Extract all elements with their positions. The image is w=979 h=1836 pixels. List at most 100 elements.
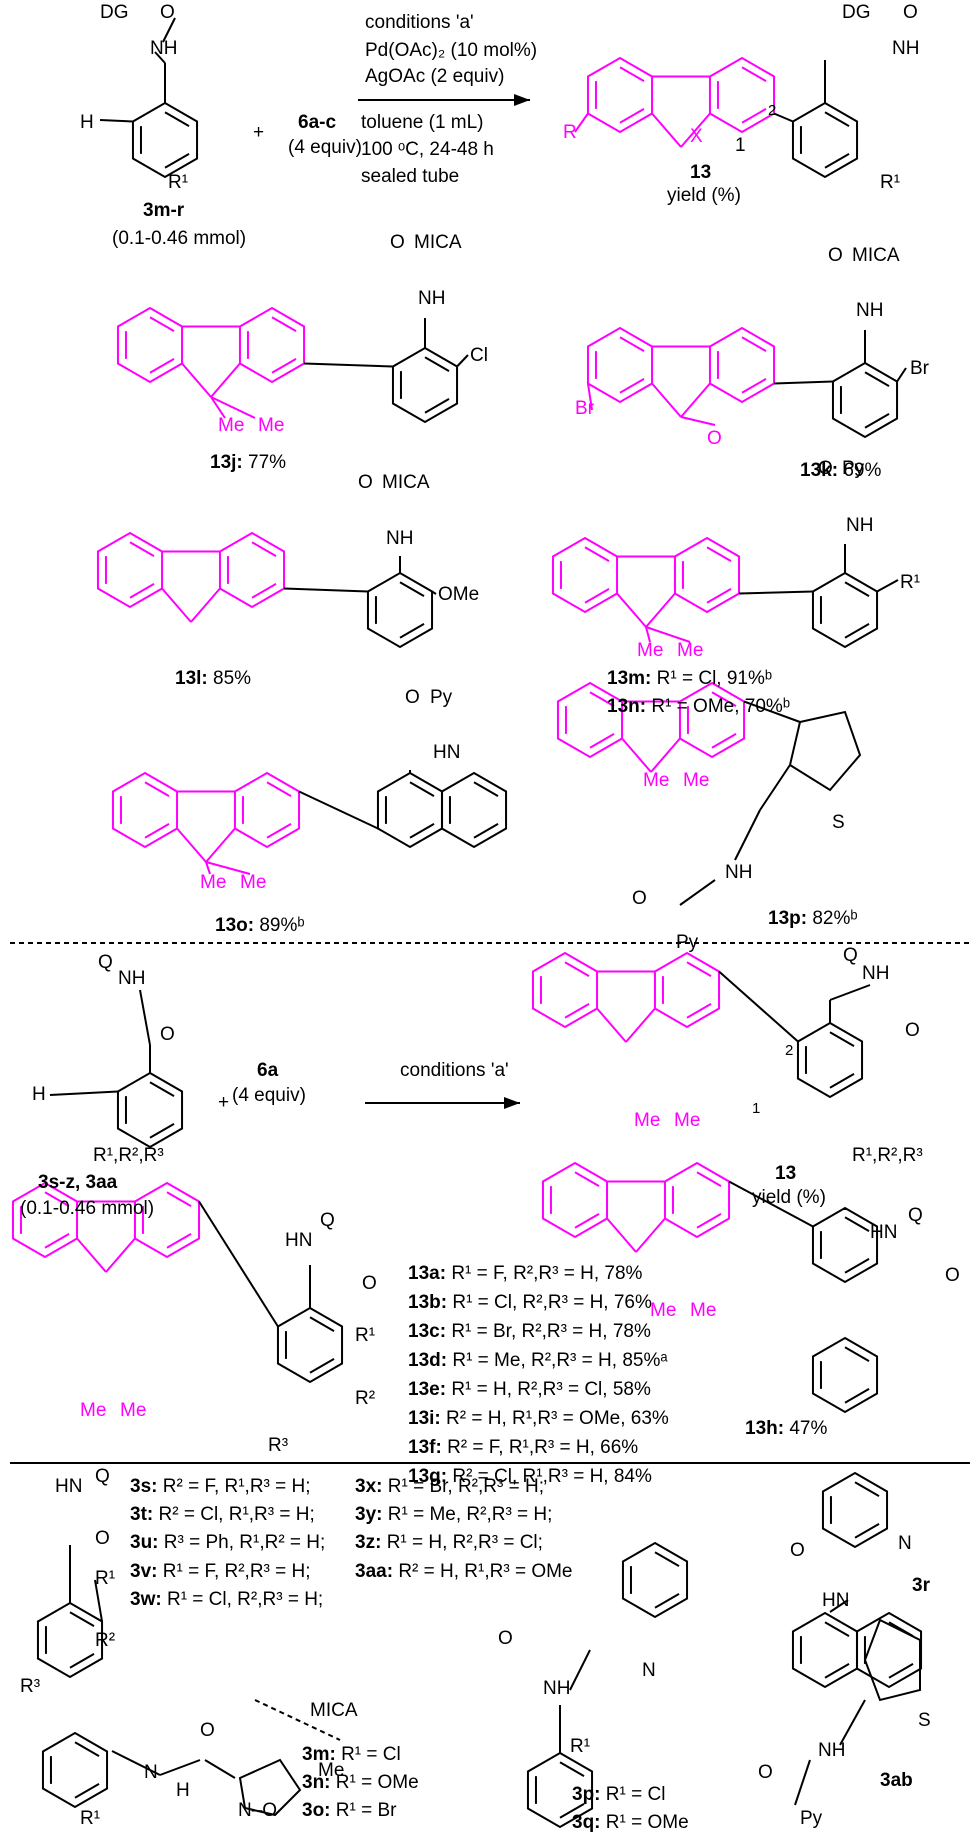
n-label: N [642, 1660, 656, 1681]
benzene-ring [621, 1541, 689, 1619]
bond [162, 17, 176, 43]
arrow-head [504, 1097, 520, 1109]
me-label: Me [674, 1110, 701, 1131]
list-item: 3o: R¹ = Br [302, 1800, 397, 1821]
list-item: 13i: R² = H, R¹,R³ = OMe, 63% [408, 1408, 669, 1429]
r1-label: R¹ [570, 1736, 591, 1757]
double-bond [166, 1191, 192, 1207]
r1-label: R¹ [168, 172, 189, 193]
benzene-ring [36, 1601, 104, 1679]
substituent-label: R¹,R²,R³ [93, 1145, 164, 1166]
nh-label: NH [418, 288, 446, 309]
nh-label: NH [150, 38, 178, 59]
bond [651, 382, 682, 418]
bond [596, 1007, 627, 1043]
double-bond [686, 1003, 712, 1019]
position-2-label: 2 [768, 102, 777, 119]
list-item: 3z: R¹ = H, R²,R³ = Cl; [355, 1532, 543, 1553]
r1-label: R¹ [880, 172, 901, 193]
bond [159, 1759, 201, 1776]
compound-caption-13m: 13m: R¹ = Cl, 91%ᵇ [607, 668, 773, 689]
bond [76, 1237, 107, 1273]
bond [181, 362, 212, 398]
me-label: Me [218, 415, 245, 436]
benzene-ring [376, 771, 444, 849]
double-bond [741, 108, 767, 124]
reagent-equiv: (4 equiv) [232, 1085, 306, 1106]
double-bond [574, 1213, 600, 1229]
bond [205, 827, 236, 863]
o-label: O [828, 245, 843, 266]
fluorene-ring [541, 1161, 609, 1239]
double-bond [473, 781, 499, 797]
double-bond [251, 583, 277, 599]
double-bond [149, 358, 175, 374]
q-label: Q [843, 945, 858, 966]
benzene-ring [526, 1751, 594, 1829]
double-bond [654, 1593, 680, 1609]
list-item: 3y: R¹ = Me, R²,R³ = H; [355, 1504, 553, 1525]
x-label: X [690, 126, 703, 147]
fluorene-ring [653, 951, 721, 1029]
bond [99, 119, 134, 123]
double-bond [711, 733, 737, 749]
bond [304, 362, 393, 368]
reagent-equiv: (4 equiv) [288, 137, 362, 158]
hn-label: HN [55, 1476, 83, 1497]
bond [645, 592, 676, 628]
list-item: 13f: R² = F, R¹,R³ = H, 66% [408, 1437, 639, 1458]
list-item: 3w: R¹ = Cl, R²,R³ = H; [130, 1589, 324, 1610]
nh-label: NH [862, 963, 890, 984]
double-bond [69, 1611, 95, 1627]
me-label: Me [120, 1400, 147, 1421]
thiophene-ring [788, 710, 862, 792]
double-bond [74, 1783, 100, 1799]
product-code: 13 [775, 1163, 797, 1184]
double-bond [149, 1081, 175, 1097]
double-bond [409, 781, 435, 797]
double-bond [844, 623, 870, 639]
bond [204, 1759, 236, 1779]
r-label: R [563, 122, 577, 143]
double-bond [473, 823, 499, 839]
double-bond [619, 108, 645, 124]
condition-line: sealed tube [361, 166, 460, 187]
fluorene-ring [238, 306, 306, 384]
condition-line: AgOAc (2 equiv) [365, 66, 505, 87]
hn-label: HN [285, 1230, 313, 1251]
o-label: O [758, 1762, 773, 1783]
double-bond [559, 1803, 585, 1819]
hn-label: HN [433, 742, 461, 763]
bond [198, 1200, 279, 1328]
double-bond [309, 1316, 335, 1332]
r1-label: R¹ [95, 1568, 116, 1589]
hn-label: HN [870, 1222, 898, 1243]
double-bond [888, 1663, 914, 1679]
me-label: Me [683, 770, 710, 791]
me-label: Me [258, 415, 285, 436]
h-label: H [80, 112, 94, 133]
me-label: Me [240, 872, 267, 893]
list-item: 3n: R¹ = OMe [302, 1772, 419, 1793]
compound-caption-13l: 13l: 85% [175, 668, 252, 689]
me-label: Me [318, 1760, 345, 1781]
double-bond [74, 1741, 100, 1757]
isoxazole-ring [238, 1758, 302, 1817]
double-bond [424, 398, 450, 414]
me-label: Me [690, 1300, 717, 1321]
double-bond [824, 1621, 850, 1637]
n-label: N [144, 1762, 158, 1783]
double-bond [824, 153, 850, 169]
me-label: Me [643, 770, 670, 791]
double-bond [271, 316, 297, 332]
double-bond [129, 583, 155, 599]
compound-caption-13k: 13k: 69% [800, 460, 882, 481]
double-bond [559, 1761, 585, 1777]
fluorene-ring [11, 1181, 79, 1259]
double-bond [574, 1171, 600, 1187]
double-bond [399, 623, 425, 639]
nh-label: NH [846, 515, 874, 536]
double-bond [824, 111, 850, 127]
bond [94, 1579, 104, 1622]
benzene-ring [821, 1471, 889, 1549]
